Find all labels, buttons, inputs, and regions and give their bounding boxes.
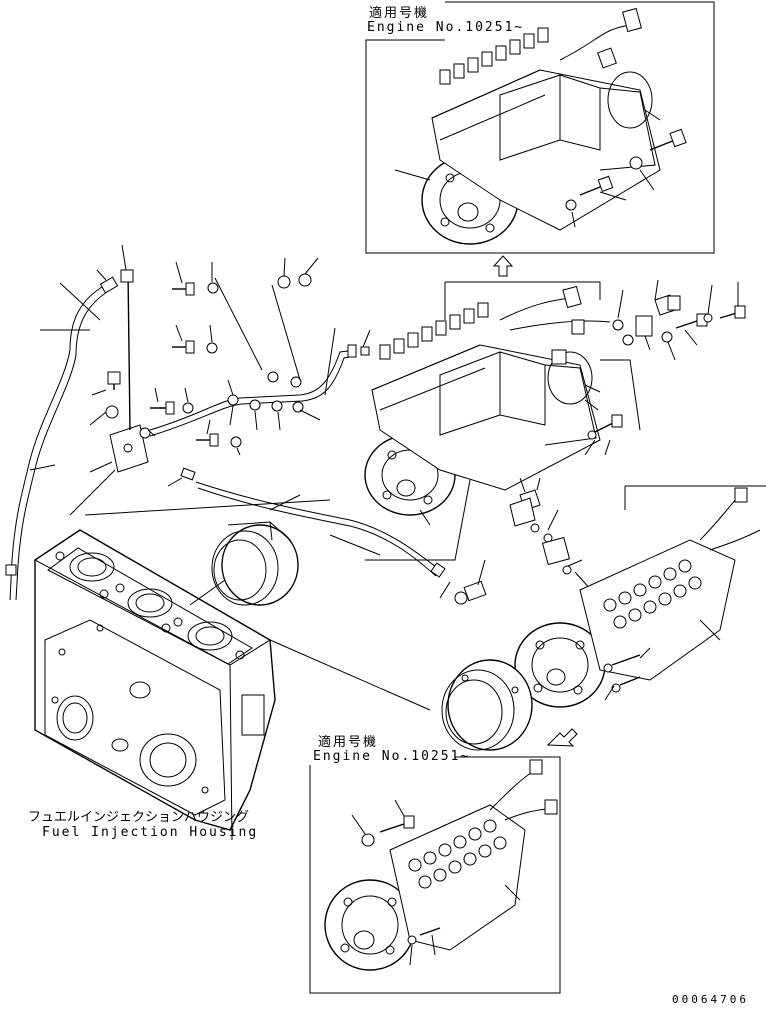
sensor-parts xyxy=(454,477,601,605)
right-pump-variant xyxy=(514,485,766,708)
housing-label-english: Fuel Injection Housing xyxy=(42,825,259,840)
arrow-down-icon xyxy=(546,728,578,747)
arrow-up-icon xyxy=(492,255,514,277)
assembly-bracket xyxy=(365,281,641,561)
adapter-ring-lower xyxy=(441,659,533,751)
drawing-number: 00064706 xyxy=(672,993,749,1006)
inset-top-applicable-label: 適用号機 xyxy=(369,6,430,21)
inset-top-engine-label: Engine No.10251~ xyxy=(367,20,525,35)
inset-bottom-frame xyxy=(309,756,561,994)
inset-top-bolts xyxy=(565,128,687,211)
inset-bottom-pump xyxy=(324,759,558,971)
adapter-ring xyxy=(211,521,299,606)
reference-lines xyxy=(84,499,431,711)
inset-top-frame xyxy=(365,1,715,254)
inset-top-pump xyxy=(394,7,687,245)
main-injection-pump xyxy=(364,285,611,526)
inset-bottom-engine-label: Engine No.10251~ xyxy=(313,749,471,764)
fuel-injection-housing xyxy=(34,529,276,841)
inset-bottom-applicable-label: 適用号機 xyxy=(318,735,379,750)
fuel-pipes xyxy=(5,269,446,601)
pump-fittings xyxy=(584,279,746,456)
housing-label-japanese: フュエルインジェクションハウジング xyxy=(28,810,250,825)
washers-bolts xyxy=(29,244,451,599)
